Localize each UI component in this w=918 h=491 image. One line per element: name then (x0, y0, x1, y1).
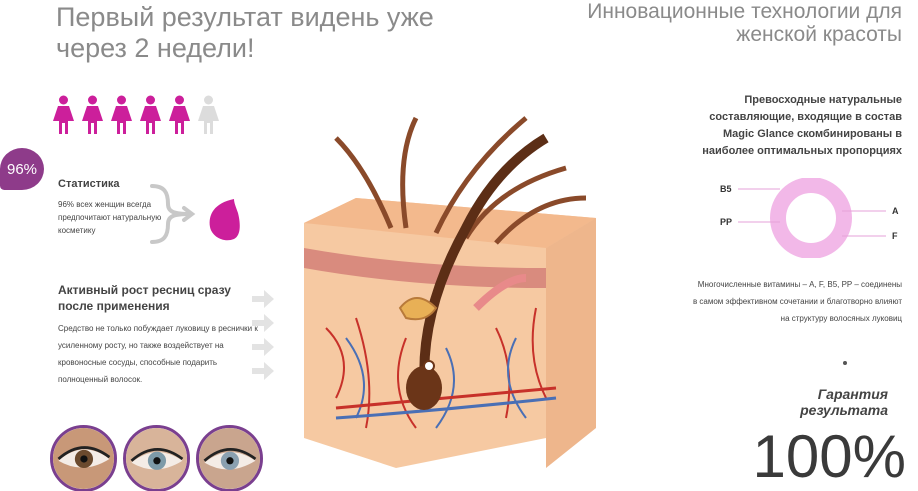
woman-icon (53, 95, 74, 134)
arrow-right-icon (252, 338, 274, 356)
eye-photo (123, 425, 190, 491)
skin-cross-section-illustration (304, 116, 596, 468)
statistics-text: 96% всех женщин всегда предпочитают нату… (58, 200, 162, 235)
woman-icon (111, 95, 132, 134)
arrow-right-icon (252, 314, 274, 332)
right-headline: Инновационные технологии для женской кра… (587, 0, 902, 46)
eye-photos (50, 425, 263, 491)
women-statistic-row (52, 95, 220, 135)
growth-title: Активный рост ресниц сразу после примене… (58, 283, 231, 313)
vitamin-label-a: A (892, 206, 899, 216)
ingredients-text: Превосходные натуральные составляющие, в… (702, 94, 902, 157)
vitamin-ring-diagram: B5 PP A F (716, 177, 906, 259)
arrow-right-icon (252, 290, 274, 308)
vitamin-label-b5: B5 (720, 184, 732, 194)
arrows-column (252, 290, 274, 380)
separator-dot (843, 361, 847, 365)
drop-icon (209, 199, 240, 241)
woman-icon (198, 95, 219, 134)
left-headline: Первый результат видень уже через 2 неде… (56, 2, 434, 63)
statistics-title: Статистика (58, 178, 120, 190)
eye-photo (196, 425, 263, 491)
brace-icon (150, 184, 196, 244)
woman-icon (140, 95, 161, 134)
vitamin-label-pp: PP (720, 217, 733, 227)
guarantee-percent: 100% (752, 423, 906, 490)
growth-text: Средство не только побуждает луковицу в … (58, 324, 258, 384)
woman-icon (169, 95, 190, 134)
percent-badge: 96% (0, 148, 44, 190)
woman-icon (82, 95, 103, 134)
vitamin-label-f: F (892, 231, 898, 241)
vitamins-text: Многочисленные витамины – A, F, B5, PP –… (692, 280, 902, 323)
guarantee-label: Гарантия результата (800, 386, 888, 418)
arrow-right-icon (252, 362, 274, 380)
eye-photo (50, 425, 117, 491)
vitamin-ring (738, 177, 886, 259)
